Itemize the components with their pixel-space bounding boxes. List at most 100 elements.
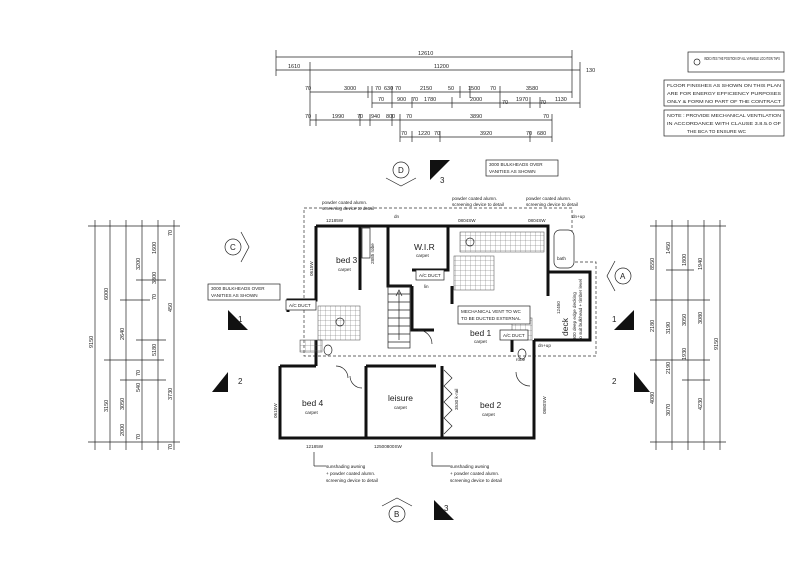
left-dim-1-0: 6000	[104, 288, 110, 300]
bulkheads-note-top	[485, 159, 559, 177]
room-leisure-floor: carpet	[394, 405, 407, 410]
left-dim-4-1: 3800	[152, 272, 158, 284]
left-dim-total: 9150	[89, 336, 95, 348]
right-dim-3-1: 3050	[682, 314, 688, 326]
room-linen: lin	[424, 284, 429, 289]
room-robe: robe	[516, 357, 526, 362]
ensuite-tiles	[459, 231, 545, 253]
top-dim-r5-6: 3890	[470, 114, 482, 120]
shower-tiles	[453, 255, 495, 291]
basin-icon	[335, 317, 345, 327]
room-bath: bath	[557, 256, 566, 261]
top-dim-r4-1: 900	[397, 97, 406, 103]
ac-duct-wir	[415, 269, 445, 281]
top-dim-r6-0: 70	[401, 131, 407, 137]
right-dim-3-0: 1800	[682, 254, 688, 266]
room-bed-4: bed 4	[302, 398, 324, 408]
label-bed3-robe: 2885 robe	[370, 243, 375, 264]
mech-vent-line-1: MECHANICAL VENT TO WC	[461, 309, 521, 314]
finishes-line-2: ARE FOR ENERGY EFFICIENCY PURPOSES	[667, 91, 781, 97]
floor-finishes-note	[663, 79, 785, 107]
door-swing	[335, 365, 349, 379]
ventilation-note	[663, 109, 785, 137]
left-section-1: 1	[238, 315, 243, 324]
door-swing	[417, 329, 433, 345]
window-leisure-bottom: 12500800SW	[374, 444, 403, 449]
annotation-bottom-right-2: + powder coated alumn.	[450, 471, 499, 476]
label-dn-up-top: dn+up	[572, 214, 585, 219]
annotation-top-right-1: powder coated alumn.	[526, 196, 571, 201]
top-dim-r2-c: 130	[586, 68, 595, 74]
door-swing	[349, 375, 363, 389]
left-dimension-strings: 9150 6000 3150 2640 3050 2000 3200 70 54…	[88, 220, 180, 450]
left-dim-5-1: 450	[168, 303, 174, 312]
ventilation-line-1: NOTE : PROVIDE MECHANICAL VENTILATION	[667, 113, 782, 119]
finishes-line-1: FLOOR FINISHES AS SHOWN ON THIS PLAN	[667, 83, 782, 89]
top-dim-r5-0: 70	[305, 114, 311, 120]
right-dim-2-1: 3190	[666, 322, 672, 334]
top-dim-r4-2: 70	[412, 97, 418, 103]
room-leisure: leisure	[388, 393, 413, 403]
left-section-2: 2	[238, 377, 243, 386]
section-marker-c: C	[224, 231, 250, 263]
top-dim-r3-7: 1500	[468, 86, 480, 92]
label-deck-rail: 12450	[556, 301, 561, 314]
ac-duct-bed1-label: A/C DUCT	[503, 333, 525, 338]
top-dim-r5-2: 70	[357, 114, 363, 120]
right-dim-3-2: 1930	[682, 348, 688, 360]
k-rail-zigzag	[443, 369, 453, 435]
mech-vent-line-2: TO BE DUCTED EXTERNAL	[461, 316, 521, 321]
left-dim-2-1: 3050	[120, 398, 126, 410]
bath-tiles	[317, 305, 361, 341]
top-dim-r4-8: 70	[540, 100, 546, 106]
top-dim-r6-3: 3920	[480, 131, 492, 137]
ventilation-line-3: THE BCA TO ENSURE WC	[687, 129, 747, 135]
top-dim-r2-b: 11200	[434, 64, 449, 70]
top-dim-r6-2: 70	[434, 131, 440, 137]
marker-a-label: A	[620, 272, 626, 281]
marker-c-label: C	[230, 243, 236, 252]
top-dim-r3-4: 70	[395, 86, 401, 92]
annotation-bottom-right-3: screening device to detail	[450, 478, 502, 483]
top-dim-r5-5: 70	[406, 114, 412, 120]
section-arrow-icon	[434, 500, 454, 520]
bulkheads-top-2: VANITIES AS SHOWN	[489, 169, 536, 174]
top-dim-r3-0: 70	[305, 86, 311, 92]
annotation-top-left-1: powder coated alumn.	[322, 200, 367, 205]
annotation-top-left-2: screening device to detail	[322, 206, 374, 211]
window-bed4-side: 0615W	[273, 403, 278, 418]
marker-b-label: B	[394, 510, 399, 519]
room-bed-1: bed 1	[470, 328, 492, 338]
finishes-line-3: ONLY & FORM NO PART OF THE CONTRACT	[667, 99, 781, 105]
right-section-2: 2	[612, 377, 617, 386]
right-section-arrows: 1 2	[612, 310, 650, 392]
label-leisure-rail: 3530 k-rail	[454, 389, 459, 410]
marker-b-number: 3	[444, 504, 449, 513]
right-dimension-strings: 8550 2180 4080 1450 3190 2190 3070 1800 …	[650, 220, 726, 450]
room-bed-2-floor: carpet	[482, 412, 495, 417]
deck-note-1: 300 deep edge decking	[572, 292, 577, 340]
note-boxes: INDICATES THE POSITION OF ALL VARIABLE L…	[663, 51, 785, 137]
marker-d-label: D	[398, 166, 404, 175]
right-dim-1-1: 2180	[650, 320, 656, 332]
basin-icon	[465, 237, 475, 247]
window-bed2-side: 0880SW	[542, 396, 547, 414]
annotation-bottom-right-1: sunshading awning	[450, 464, 490, 469]
top-dim-r3-1: 3000	[344, 86, 356, 92]
annotation-top-mid-2: screening device to detail	[452, 202, 504, 207]
top-dim-r4-3: 1780	[424, 97, 436, 103]
tap-symbol-icon	[693, 58, 701, 66]
top-dim-r4-7: 1970	[516, 97, 528, 103]
window-bed3-side: 0615W	[309, 261, 314, 276]
top-dim-r5-3: 940	[371, 114, 380, 120]
left-dim-5-2: 3730	[168, 388, 174, 400]
room-wir-floor: carpet	[416, 253, 429, 258]
bulkheads-note-left	[207, 283, 281, 301]
right-dim-1-2: 4080	[650, 392, 656, 404]
top-dim-r4-9: 1130	[555, 97, 567, 103]
deck-note-2: to suit bulkhead + timber level	[578, 279, 583, 340]
room-bed-1-floor: carpet	[474, 339, 487, 344]
window-wir-top: 0804SW	[458, 218, 476, 223]
right-dim-2-3: 3070	[666, 404, 672, 416]
